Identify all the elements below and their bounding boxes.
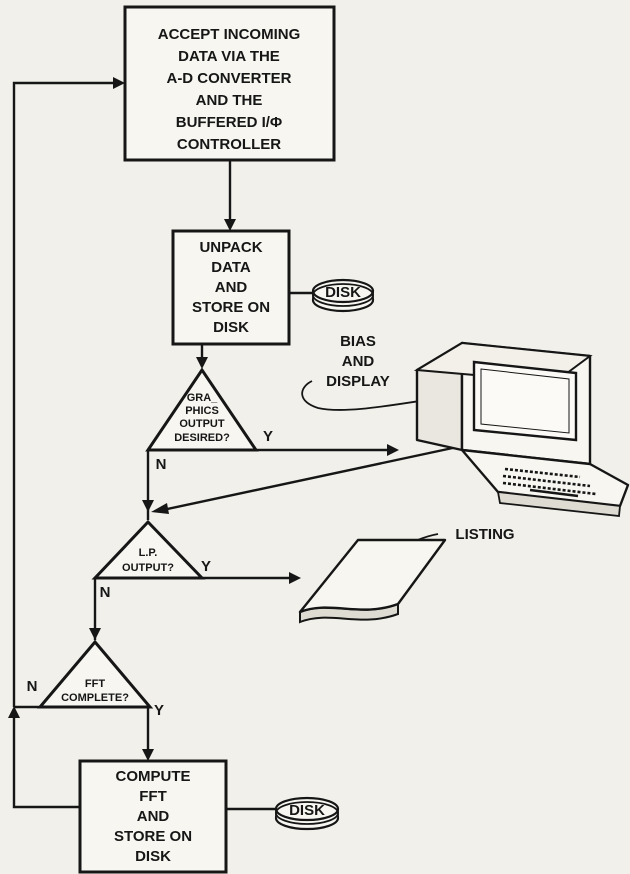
node-accept-line-5: BUFFERED I/Φ — [176, 114, 282, 131]
node-compute: COMPUTE FFT AND STORE ON DISK — [80, 761, 226, 872]
node-lp-line-2: OUTPUT? — [122, 562, 174, 574]
node-unpack: UNPACK DATA AND STORE ON DISK — [173, 231, 289, 344]
bias-line-1: BIAS — [340, 333, 376, 350]
edge-terminal-return — [158, 446, 462, 511]
graphics-no-label: N — [156, 456, 167, 473]
arrowhead — [387, 444, 399, 456]
node-compute-line-5: DISK — [135, 848, 171, 865]
listing-label: LISTING — [455, 526, 514, 543]
node-graphics-line-2: PHICS — [185, 405, 219, 417]
disk-label: DISK — [289, 802, 325, 819]
fft-no-label: N — [27, 678, 38, 695]
node-lp-line-1: L.P. — [139, 547, 158, 559]
node-compute-line-1: COMPUTE — [116, 768, 191, 785]
node-graphics-decision: GRA_ PHICS OUTPUT DESIRED? Y N — [148, 370, 273, 473]
node-compute-line-2: FFT — [139, 788, 167, 805]
node-accept-line-2: DATA VIA THE — [178, 48, 280, 65]
arrowhead — [196, 357, 208, 369]
node-accept-line-6: CONTROLLER — [177, 136, 281, 153]
bias-line-2: AND — [342, 353, 375, 370]
arrowhead — [224, 219, 236, 231]
node-accept-line-4: AND THE — [196, 92, 263, 109]
arrowhead — [289, 572, 301, 584]
edge-compute-loop — [14, 718, 80, 807]
disk-platter-icon: DISK — [313, 280, 373, 311]
node-unpack-line-1: UNPACK — [199, 239, 262, 256]
node-fft-line-1: FFT — [85, 678, 105, 690]
printout-paper-icon: LISTING — [300, 526, 515, 622]
bias-line-3: DISPLAY — [326, 373, 390, 390]
node-unpack-line-5: DISK — [213, 319, 249, 336]
arrowhead — [142, 749, 154, 761]
disk-label: DISK — [325, 284, 361, 301]
display-terminal-icon — [417, 343, 628, 516]
arrowhead — [142, 500, 154, 512]
node-unpack-line-2: DATA — [211, 259, 251, 276]
node-graphics-line-1: GRA_ — [187, 392, 218, 404]
node-compute-line-3: AND — [137, 808, 170, 825]
lp-no-label: N — [100, 584, 111, 601]
arrowhead — [89, 628, 101, 640]
node-accept-line-1: ACCEPT INCOMING — [158, 26, 301, 43]
fft-yes-label: Y — [154, 702, 164, 719]
disk-platter-icon: DISK — [276, 798, 338, 829]
node-accept: ACCEPT INCOMING DATA VIA THE A-D CONVERT… — [125, 7, 334, 160]
arrowhead — [151, 503, 169, 514]
lp-yes-label: Y — [201, 558, 211, 575]
node-fft-line-2: COMPLETE? — [61, 692, 129, 704]
node-graphics-line-4: DESIRED? — [174, 432, 230, 444]
edge-main-loop — [14, 83, 118, 707]
node-accept-line-3: A-D CONVERTER — [166, 70, 291, 87]
node-unpack-line-3: AND — [215, 279, 248, 296]
arrowhead — [113, 77, 125, 89]
node-fft-decision: FFT COMPLETE? N Y — [27, 642, 164, 719]
node-lp-decision: L.P. OUTPUT? Y N — [95, 522, 211, 601]
node-graphics-line-3: OUTPUT — [179, 418, 225, 430]
graphics-yes-label: Y — [263, 428, 273, 445]
node-compute-line-4: STORE ON — [114, 828, 192, 845]
node-unpack-line-4: STORE ON — [192, 299, 270, 316]
